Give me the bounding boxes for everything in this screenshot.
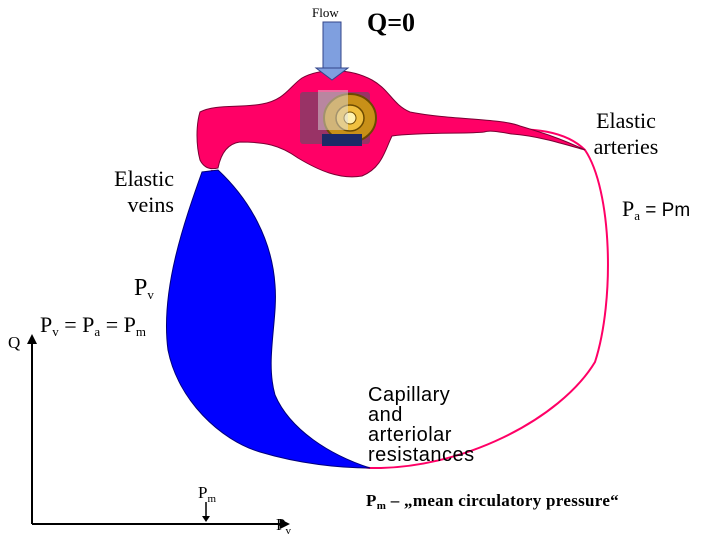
- capillary-resistance-label: Capillary and arteriolar resistances: [368, 384, 475, 466]
- pv-label: Pv: [134, 275, 154, 302]
- elastic-veins-label: Elastic veins: [114, 166, 174, 218]
- pump-gear-icon: [300, 90, 377, 146]
- pa-equals-pm-label: Pa = Pm: [622, 196, 691, 223]
- axis-pm-label: Pm: [198, 483, 217, 505]
- elastic-arteries-shape: [196, 70, 586, 178]
- flow-label: Flow: [312, 5, 339, 20]
- q-zero-label: Q=0: [367, 8, 416, 37]
- axis-q-label: Q: [8, 333, 21, 352]
- pressure-equation: Pv = Pa = Pm: [40, 312, 146, 339]
- mean-circulatory-pressure-note: Pm – „mean circulatory pressure“: [366, 491, 619, 512]
- axis-pv-label: Pv: [276, 515, 291, 537]
- elastic-arteries-label: Elastic arteries: [593, 108, 659, 160]
- q-p-axes: [27, 334, 290, 529]
- flow-arrow-icon: [314, 21, 350, 81]
- elastic-veins-shape: [165, 169, 371, 469]
